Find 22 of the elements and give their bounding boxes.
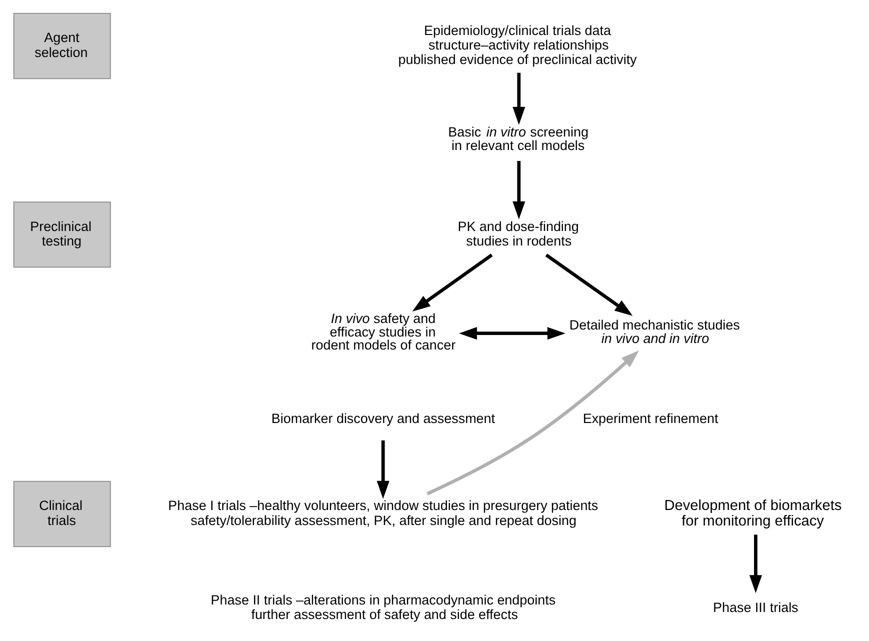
arrow — [512, 72, 525, 124]
arrow — [426, 350, 638, 495]
arrow — [748, 534, 762, 593]
node-text: Phase III trials — [712, 599, 798, 614]
node-box: Agent selection — [12, 12, 110, 79]
edge-label: Experiment refinement — [582, 410, 718, 426]
arrow — [376, 440, 389, 498]
arrow — [512, 160, 525, 219]
node-box: Clinical trials — [12, 480, 110, 547]
node-text: In vivo safety and efficacy studies in rodent models of cancer — [310, 310, 456, 352]
node-text: Development of biomarkets for monitoring efficacy — [664, 497, 842, 530]
node-text: Phase I trials –healthy volunteers, window studies in presurgery patients safety/tolerability assessment, PK, after single and repeat dosing — [168, 498, 598, 528]
arrow — [412, 253, 492, 311]
node-text: Biomarker discovery and assessment — [270, 410, 494, 426]
node-box: Preclinical testing — [12, 200, 110, 268]
node-text: Epidemiology/clinical trials data structure–activity relationships published evidence of preclinical activity — [398, 22, 636, 67]
node-text: PK and dose-finding studies in rodents — [457, 218, 578, 248]
node-text: Phase II trials –alterations in pharmacodynamic endpoints further assessment of safety and side effects — [210, 592, 556, 622]
arrow — [458, 326, 565, 340]
node-text: Basic in vitro screening in relevant cell models — [448, 124, 588, 152]
node-text: Detailed mechanistic studies in vivo and in vitro — [568, 317, 740, 346]
arrow — [544, 253, 632, 316]
